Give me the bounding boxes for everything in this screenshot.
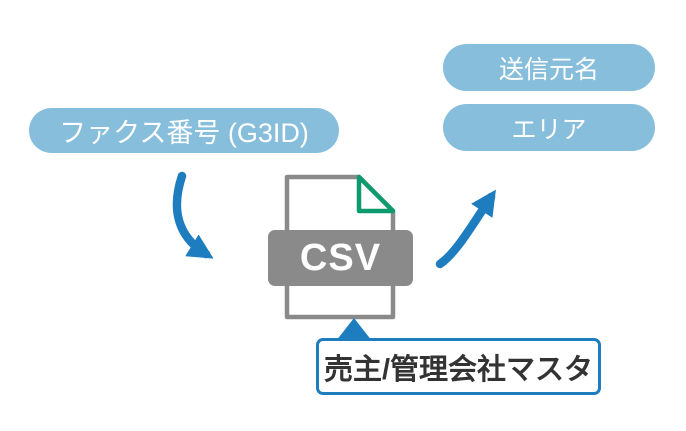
pill-fax-number-label: ファクス番号 (G3ID)	[59, 118, 309, 148]
pill-area-label: エリア	[511, 115, 587, 144]
folded-corner-icon	[356, 174, 396, 214]
csv-file-type-badge: CSV	[268, 230, 413, 286]
source-callout-box: 売主/管理会社マスタ	[316, 338, 601, 395]
source-callout-label: 売主/管理会社マスタ	[323, 353, 594, 386]
pill-sender-name: 送信元名	[443, 44, 655, 91]
pill-fax-number: ファクス番号 (G3ID)	[29, 108, 339, 153]
curved-arrow-up-icon	[435, 189, 496, 269]
callout-pointer-icon	[336, 318, 372, 341]
pill-sender-name-label: 送信元名	[498, 55, 599, 84]
curved-arrow-down-icon	[172, 171, 214, 259]
csv-file-type-label: CSV	[299, 236, 382, 279]
pill-area: エリア	[443, 104, 655, 151]
